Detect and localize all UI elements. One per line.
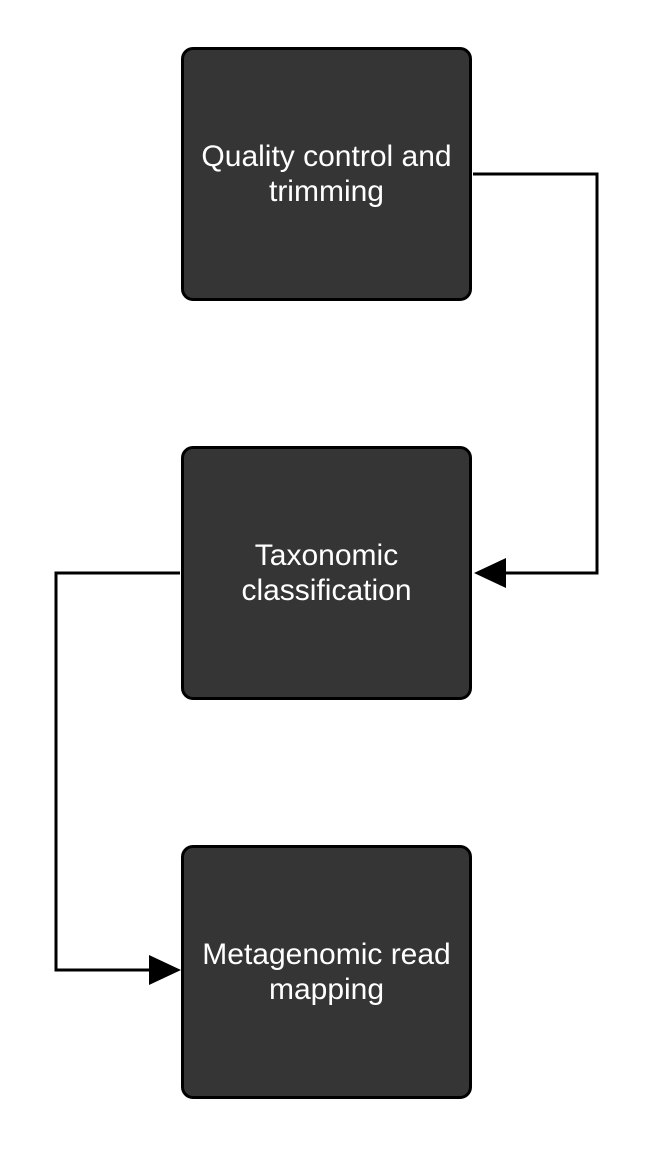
node-label: Quality control and trimming: [201, 140, 452, 208]
connector-line: [473, 172, 599, 575]
node-read-mapping: Metagenomic read mapping: [181, 845, 472, 1099]
node-label: Metagenomic read mapping: [202, 938, 451, 1006]
arrowhead-icon: [149, 955, 181, 985]
connector-line: [54, 571, 180, 972]
arrowhead-icon: [474, 558, 506, 588]
node-quality-control: Quality control and trimming: [181, 47, 472, 301]
node-label: Taxonomic classification: [241, 539, 412, 607]
edge-qc-to-tax: [473, 172, 599, 588]
node-taxonomic-classification: Taxonomic classification: [181, 446, 472, 700]
edge-tax-to-map: [54, 571, 181, 985]
